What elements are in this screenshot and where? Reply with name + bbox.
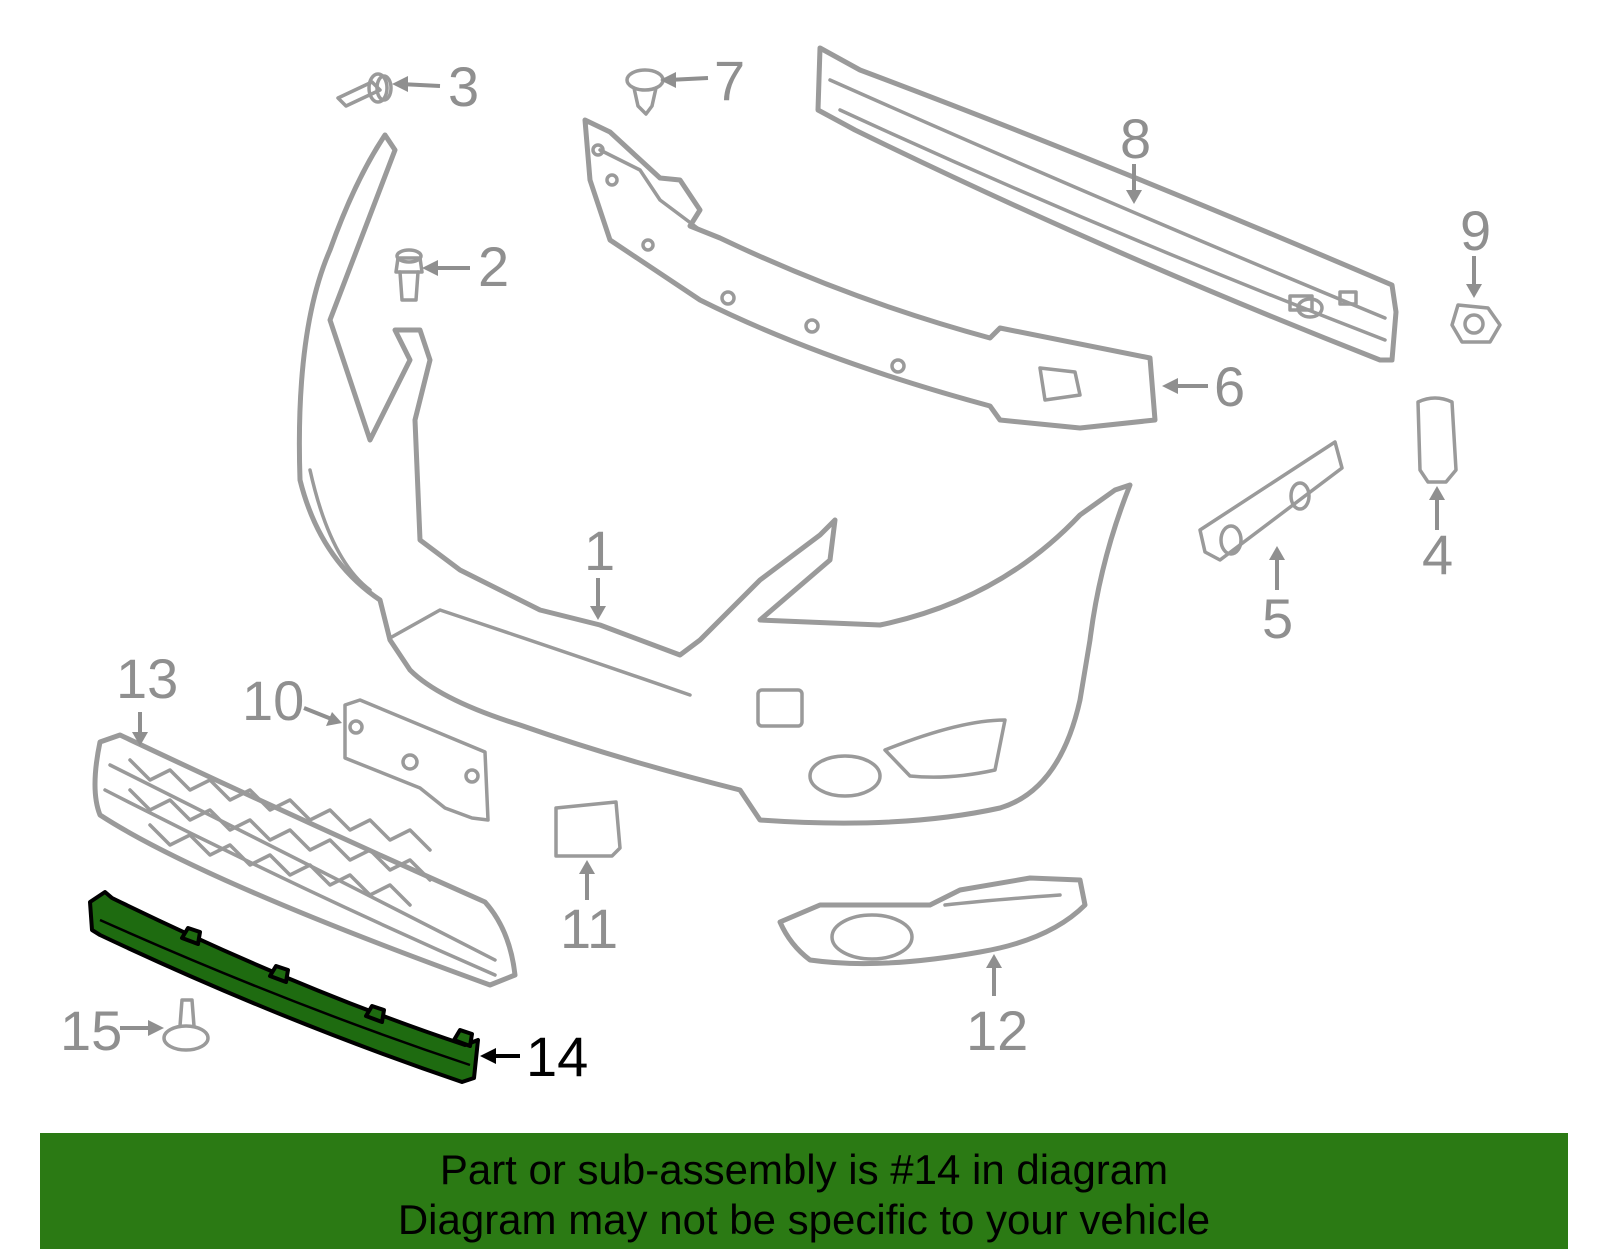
- callout-10: 10: [242, 669, 304, 732]
- info-banner: Part or sub-assembly is #14 in diagram D…: [40, 1133, 1568, 1249]
- part-5-bracket: [1198, 440, 1344, 562]
- part-9-nut: [1450, 303, 1502, 344]
- callout-1: 1: [584, 519, 615, 582]
- part-13-grille: [92, 732, 518, 988]
- banner-line-1: Part or sub-assembly is #14 in diagram: [439, 1146, 1169, 1193]
- part-12-bezel: [777, 875, 1088, 967]
- callout-14: 14: [526, 1025, 588, 1088]
- part-10-bracket: [343, 698, 490, 822]
- part-1-bumper-cover: [296, 132, 1133, 826]
- part-3-bolt: [336, 72, 393, 108]
- callout-3: 3: [448, 55, 479, 118]
- callout-9: 9: [1460, 199, 1491, 262]
- banner-line-2: Diagram may not be specific to your vehi…: [397, 1196, 1211, 1243]
- part-8-reinforcement: [815, 45, 1399, 363]
- callout-4: 4: [1422, 523, 1453, 586]
- part-14-molding-highlighted: [88, 890, 480, 1084]
- part-7-clip: [625, 68, 665, 116]
- callout-15: 15: [60, 999, 122, 1062]
- part-4-cap: [1416, 396, 1458, 484]
- callout-6: 6: [1214, 355, 1245, 418]
- callout-11: 11: [560, 897, 618, 960]
- callout-13: 13: [116, 647, 178, 710]
- callout-7: 7: [714, 49, 745, 112]
- callout-arrows: [120, 72, 1482, 1064]
- callout-8: 8: [1120, 107, 1151, 170]
- part-2-bolt: [394, 248, 424, 302]
- part-11-cover: [554, 800, 622, 858]
- callout-5: 5: [1262, 587, 1293, 650]
- part-6-absorber: [582, 117, 1158, 431]
- part-15-screw: [162, 998, 210, 1052]
- callout-2: 2: [478, 235, 509, 298]
- callout-12: 12: [966, 999, 1028, 1062]
